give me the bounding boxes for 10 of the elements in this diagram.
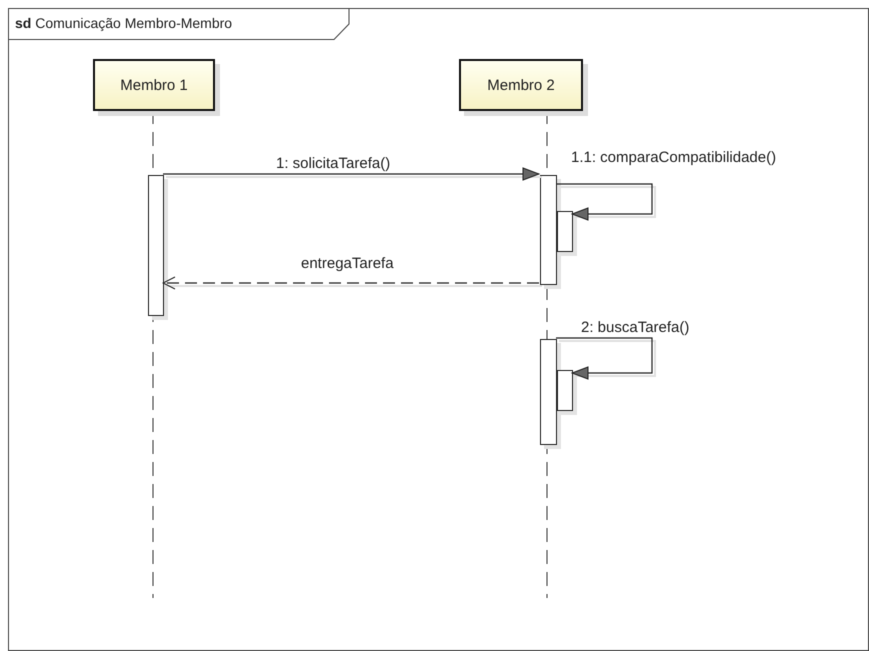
message-arrow	[556, 183, 653, 220]
message-label: entregaTarefa	[301, 255, 394, 272]
return-message-arrow	[162, 276, 539, 290]
message-label: 1.1: comparaCompatibilidade()	[571, 149, 776, 166]
message-arrow	[556, 337, 653, 380]
frame-title: sd Comunicação Membro-Membro	[15, 15, 232, 31]
frame	[8, 8, 869, 651]
message-label: 2: buscaTarefa()	[581, 319, 690, 336]
message-arrow	[163, 168, 540, 180]
message-label: 1: solicitaTarefa()	[276, 155, 390, 172]
